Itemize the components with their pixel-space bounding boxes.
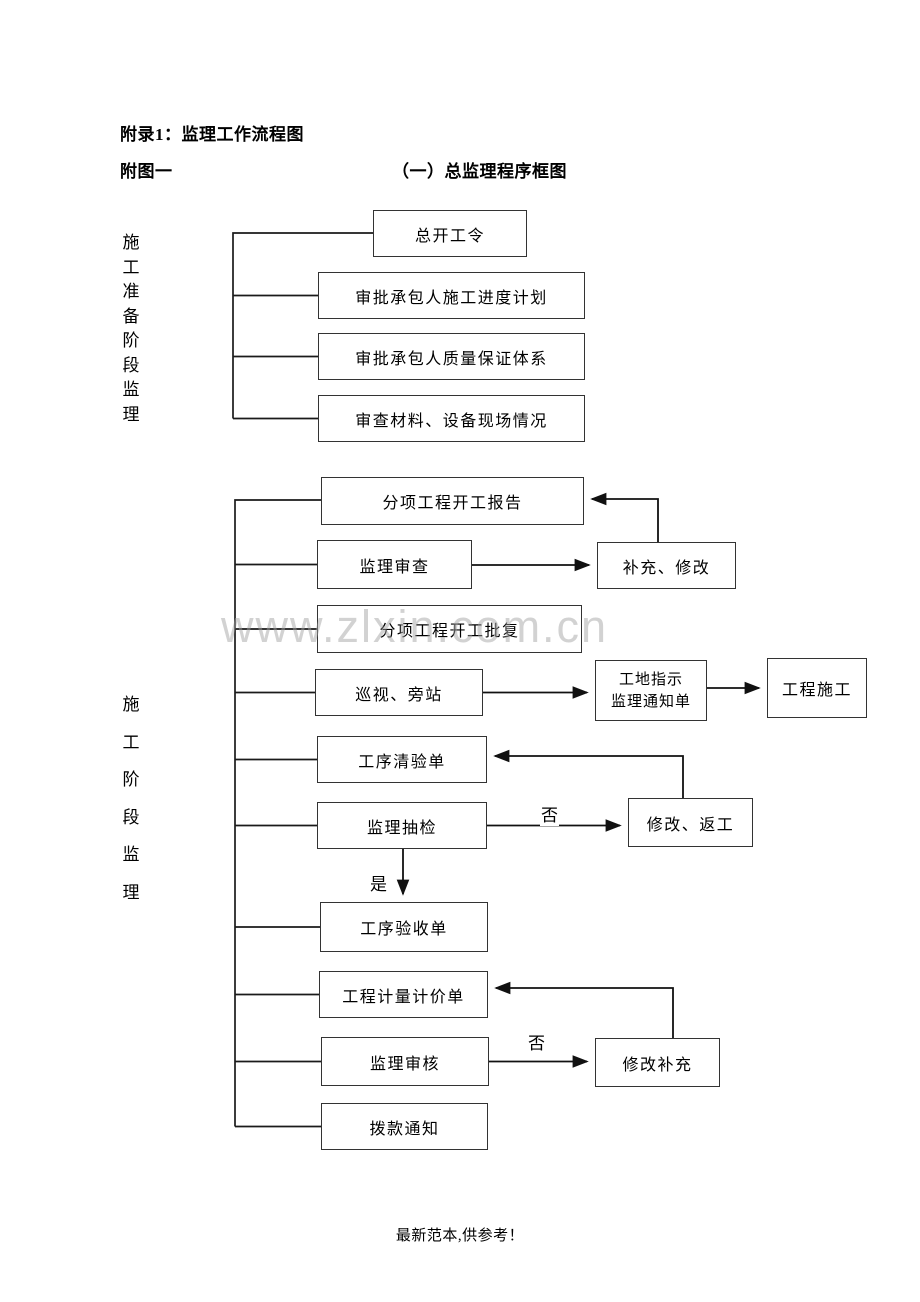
- flow-arrows: [396, 492, 761, 1068]
- arrow-modsupp-to-valuation: [494, 981, 674, 1038]
- flow-box-supplement-modify: 补充、修改: [597, 542, 736, 589]
- decision-label-no-audit: 否: [527, 1029, 546, 1054]
- stage-label-preparation: 施工准备阶段监理: [122, 233, 140, 424]
- flow-box-subproject-commencement-report: 分项工程开工报告: [321, 477, 584, 525]
- footer-note: 最新范本,供参考！: [395, 1228, 525, 1244]
- stage-label-construction: 施工阶段监理: [122, 695, 140, 902]
- spine-construction: [234, 499, 321, 1128]
- figure-label: 附图一: [120, 162, 173, 181]
- flow-box-supervision-spot-check: 监理抽检: [317, 802, 487, 849]
- flow-box-general-commencement-order: 总开工令: [373, 210, 527, 257]
- flow-box-subproject-commencement-approval: 分项工程开工批复: [317, 605, 582, 653]
- appendix-title: 附录1：监理工作流程图: [120, 125, 304, 144]
- flow-box-supervision-review: 监理审查: [317, 540, 472, 589]
- flow-box-review-material-equipment-site: 审查材料、设备现场情况: [318, 395, 585, 442]
- flow-box-site-instruction-supervision-notice: 工地指示 监理通知单: [595, 660, 707, 721]
- flow-box-supervision-audit: 监理审核: [321, 1037, 489, 1086]
- flow-box-measurement-valuation-form: 工程计量计价单: [319, 971, 488, 1018]
- arrow-rework-to-checkform: [493, 749, 684, 798]
- flow-box-project-construction: 工程施工: [767, 658, 867, 718]
- flow-box-modify-supplement: 修改补充: [595, 1038, 720, 1087]
- decision-label-no-spotcheck: 否: [540, 801, 559, 826]
- arrow-supplement-to-report: [590, 492, 659, 542]
- flow-box-modify-rework: 修改、返工: [628, 798, 753, 847]
- flow-box-process-check-form: 工序清验单: [317, 736, 487, 783]
- flow-box-approve-contractor-schedule: 审批承包人施工进度计划: [318, 272, 585, 319]
- flow-box-process-acceptance-form: 工序验收单: [320, 902, 488, 952]
- spine-preparation: [232, 232, 373, 420]
- figure-title: （一）总监理程序框图: [392, 162, 567, 181]
- flow-box-approve-contractor-quality-system: 审批承包人质量保证体系: [318, 333, 585, 380]
- flow-box-patrol-side-station: 巡视、旁站: [315, 669, 483, 716]
- flow-box-payment-notice: 拨款通知: [321, 1103, 488, 1150]
- decision-label-yes-spotcheck: 是: [369, 870, 388, 895]
